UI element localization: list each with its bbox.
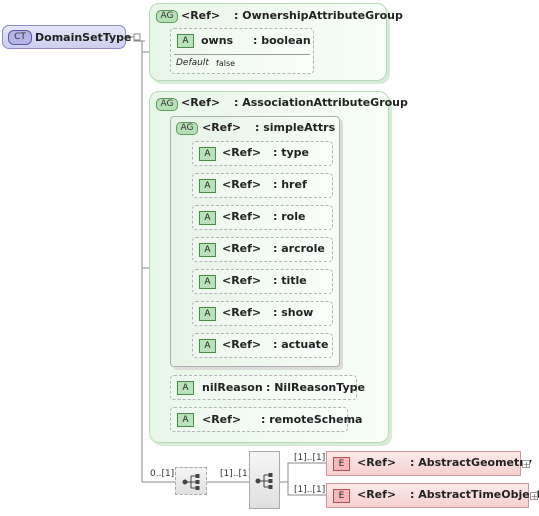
attribute-badge: A [199,339,216,353]
expand-icon[interactable]: + [522,460,530,469]
simple-attrs-ref: <Ref> [202,121,242,134]
element-ref: <Ref> [357,488,397,501]
attribute-name: nilReason [202,381,263,394]
attribute-badge: A [177,381,194,395]
ownership-group-ref: <Ref> [181,9,221,22]
element-occurrence: [1]..[1] [294,453,326,463]
attribute-name: : actuate [273,338,329,351]
complex-type-badge: CT [8,30,32,45]
default-label: Default [176,58,209,68]
ownership-attribute-group[interactable]: AG <Ref> : OwnershipAttributeGroup A own… [149,3,403,81]
attribute-arcrole[interactable]: A <Ref> : arcrole [192,237,333,262]
complex-type-name: DomainSetType [35,31,132,44]
attribute-show[interactable]: A <Ref> : show [192,301,333,326]
attribute-badge: A [177,34,194,48]
attribute-name: owns [201,34,234,47]
choice-compositor[interactable] [249,451,280,509]
attribute-href[interactable]: A <Ref> : href [192,173,333,198]
choice-icon [255,473,273,489]
default-value: false [216,59,236,68]
attribute-name: : type [273,146,309,159]
complex-type-box[interactable]: CT DomainSetType [2,25,132,49]
element-badge: E [333,489,350,503]
attribute-name: : arcrole [273,242,325,255]
divider [174,54,310,55]
attribute-name: : show [273,306,314,319]
sequence-compositor[interactable] [175,467,207,495]
attribute-ref: <Ref> [222,306,262,319]
attribute-ref: <Ref> [222,274,262,287]
attribute-type: : NilReasonType [266,381,365,394]
attribute-remote-schema[interactable]: A <Ref> : remoteSchema [170,407,362,432]
attribute-title[interactable]: A <Ref> : title [192,269,333,294]
element-occurrence: [1]..[1] [294,485,326,495]
association-group-name: : AssociationAttributeGroup [234,96,408,109]
element-abstract-time-object[interactable]: E <Ref> : AbstractTimeObject [326,483,539,508]
attribute-name: : remoteSchema [261,413,363,426]
sequence-icon [182,474,200,490]
choice-occurrence: [1]..[1] [220,469,252,479]
attribute-type[interactable]: A <Ref> : type [192,141,333,166]
attribute-ref: <Ref> [222,338,262,351]
attribute-owns[interactable]: A owns : boolean Default false [170,28,314,74]
attribute-ref: <Ref> [222,178,262,191]
element-name: : AbstractGeometry [410,456,532,469]
attribute-role[interactable]: A <Ref> : role [192,205,333,230]
ownership-group-name: : OwnershipAttributeGroup [234,9,403,22]
element-ref: <Ref> [357,456,397,469]
attribute-nil-reason[interactable]: A nilReason : NilReasonType [170,375,365,400]
element-abstract-geometry[interactable]: E <Ref> : AbstractGeometry [326,451,532,476]
attribute-badge: A [199,243,216,257]
attribute-badge: A [199,275,216,289]
simple-attrs-name: : simpleAttrs [255,121,336,134]
element-name: : AbstractTimeObject [410,488,539,501]
attribute-name: : href [273,178,307,191]
attribute-badge: A [177,413,194,427]
attribute-badge: A [199,147,216,161]
attribute-name: : title [273,274,307,287]
attribute-actuate[interactable]: A <Ref> : actuate [192,333,333,358]
association-group-ref: <Ref> [181,96,221,109]
ag-badge: AG [176,122,198,135]
attribute-name: : role [273,210,306,223]
element-badge: E [333,457,350,471]
attribute-ref: <Ref> [222,242,262,255]
sequence-occurrence: 0..[1] [150,469,175,479]
attribute-type: : boolean [253,34,311,47]
ag-badge: AG [156,98,178,111]
attribute-badge: A [199,307,216,321]
expand-icon[interactable]: + [530,492,538,501]
attribute-ref: <Ref> [222,210,262,223]
attribute-ref: <Ref> [202,413,242,426]
attribute-ref: <Ref> [222,146,262,159]
ag-badge: AG [156,10,178,23]
attribute-badge: A [199,179,216,193]
attribute-badge: A [199,211,216,225]
